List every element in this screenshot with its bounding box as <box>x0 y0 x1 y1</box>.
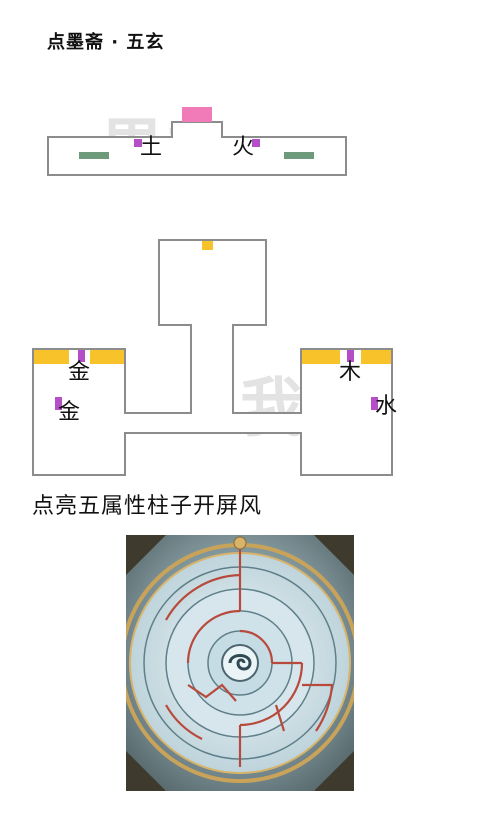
metal-upper-pillar <box>78 350 85 362</box>
fire-label: 火 <box>232 135 254 160</box>
left-room-gold-band-right <box>90 350 124 364</box>
left-room-gold-band-left <box>34 350 69 364</box>
top-room-green-block-left <box>79 152 109 159</box>
puzzle-corner-top-right <box>314 535 354 575</box>
top-room <box>47 121 347 176</box>
upper-room-gold-block <box>202 241 213 250</box>
puzzle-corner-top-left <box>126 535 166 575</box>
top-room-pink-block <box>182 107 212 122</box>
puzzle-top-knob <box>233 536 247 550</box>
metal-lower-label: 金 <box>58 400 80 425</box>
watermark-mid: 我 <box>240 372 304 446</box>
page-title: 点墨斋 · 五玄 <box>47 32 165 53</box>
metal-upper-label: 金 <box>68 360 90 385</box>
fire-pillar <box>252 139 260 147</box>
metal-lower-pillar <box>55 397 62 410</box>
puzzle-corner-bottom-left <box>126 751 166 791</box>
lower-complex <box>32 239 393 476</box>
wood-pillar <box>347 350 354 362</box>
wood-label: 木 <box>339 360 361 385</box>
right-room-gold-band-right <box>361 350 391 364</box>
earth-label: 土 <box>140 135 162 160</box>
water-pillar <box>371 397 378 410</box>
caption: 点亮五属性柱子开屏风 <box>32 494 263 519</box>
top-room-green-block-right <box>284 152 314 159</box>
puzzle-center-emblem <box>221 644 259 682</box>
puzzle-path <box>165 545 334 767</box>
puzzle-corner-bottom-right <box>314 751 354 791</box>
floor-map: 男主 我 土 火 金 金 木 水 <box>32 107 397 476</box>
earth-pillar <box>134 139 142 147</box>
right-room-gold-band-left <box>302 350 340 364</box>
puzzle-center-swirl <box>228 654 252 671</box>
water-label: 水 <box>375 394 397 419</box>
screen-puzzle-image <box>126 535 354 791</box>
